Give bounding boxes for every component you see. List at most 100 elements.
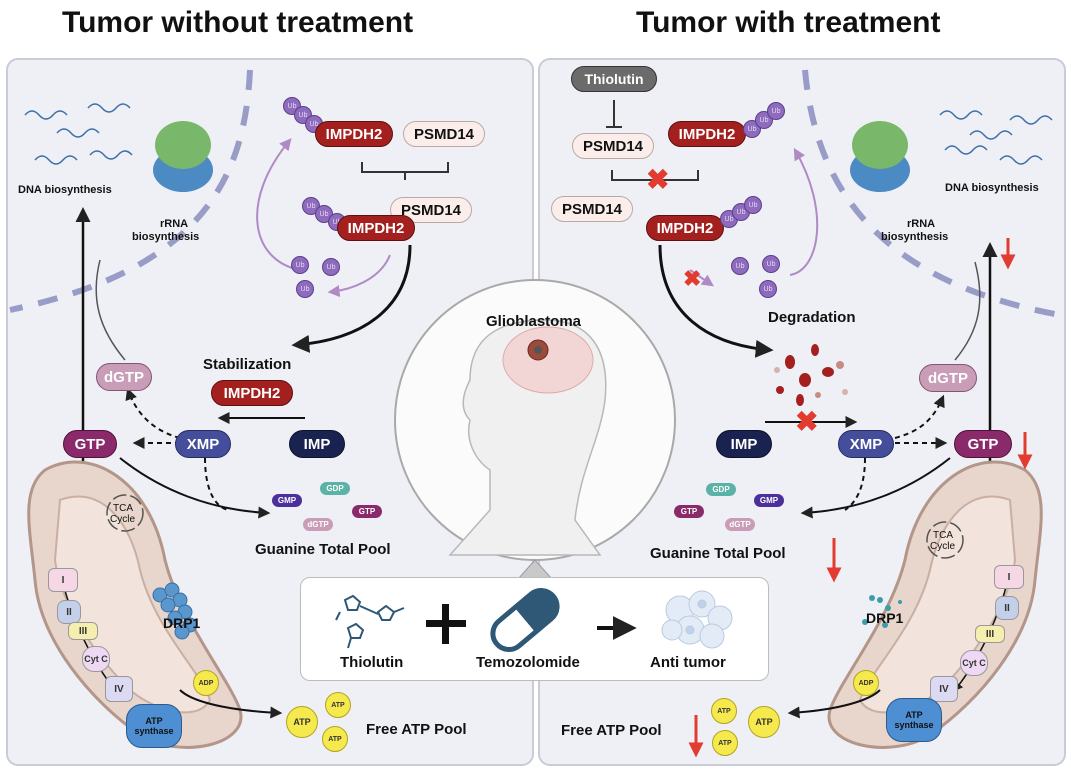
ubiquitin-released: Ub	[731, 257, 749, 275]
atp-molecule: ATP	[286, 706, 318, 738]
atp-synthase-label-line2: synthase	[894, 720, 934, 730]
temozolomide-label: Temozolomide	[476, 654, 580, 671]
drp1-fragments	[862, 595, 902, 628]
ubiquitin-released: Ub	[762, 255, 780, 273]
anti-tumor-label: Anti tumor	[650, 654, 726, 671]
impdh2-free: IMPDH2	[646, 215, 724, 241]
ub-recycle-arc-left	[256, 138, 301, 271]
imp-node: IMP	[716, 430, 772, 458]
ribosome-right	[850, 121, 910, 192]
binding-bracket-left	[361, 162, 449, 180]
complex-ii: II	[57, 600, 81, 624]
atp-molecule: ATP	[748, 706, 780, 738]
glioblastoma-label: Glioblastoma	[486, 313, 582, 330]
tca-label-line2: Cycle	[110, 514, 136, 525]
gtp-node: GTP	[63, 430, 117, 458]
rrna-label-line1: rRNA	[160, 218, 189, 230]
complex-iii: III	[975, 625, 1005, 643]
drp1-cluster	[152, 582, 198, 640]
tca-label-line1: TCA	[113, 503, 133, 514]
cyt-c: Cyt C	[82, 646, 110, 672]
impdh2-stabilized: IMPDH2	[211, 380, 293, 406]
xmp-node: XMP	[838, 430, 894, 458]
pool-dgtp: dGTP	[303, 518, 333, 531]
nuclear-membrane-left	[9, 69, 253, 313]
stabilization-label: Stabilization	[203, 356, 292, 373]
psmd14-inhibited: PSMD14	[572, 133, 654, 159]
atp-synthase-label-line1: ATP	[145, 716, 163, 726]
pool-gtp: GTP	[674, 505, 704, 518]
complex-iv: IV	[105, 676, 133, 702]
guanine-total-pool-label: Guanine Total Pool	[650, 545, 786, 562]
xmp-node: XMP	[175, 430, 231, 458]
pool-gmp: GMP	[754, 494, 784, 507]
thiolutin-molecule-icon	[335, 594, 405, 649]
drp1-label: DRP1	[866, 610, 904, 626]
guanine-total-pool-label: Guanine Total Pool	[255, 541, 391, 558]
impdh2-ubiquitinated: IMPDH2	[668, 121, 746, 147]
tca-label-line2: Cycle	[930, 541, 956, 552]
impdh2-ubiquitinated: IMPDH2	[315, 121, 393, 147]
imp-node: IMP	[289, 430, 345, 458]
adp-molecule: ADP	[193, 670, 219, 696]
dgtp-to-rrna-arc	[95, 259, 126, 361]
pool-gdp: GDP	[320, 482, 350, 495]
binding-bracket-right	[611, 170, 699, 186]
free-atp-pool-label: Free ATP Pool	[366, 721, 467, 738]
ribosome-left	[153, 121, 213, 192]
degradation-label: Degradation	[768, 309, 856, 326]
nuclear-membrane-right	[802, 69, 1061, 318]
atp-molecule: ATP	[322, 726, 348, 752]
impdh2-bound: IMPDH2	[337, 215, 415, 241]
drp1-label: DRP1	[163, 615, 201, 631]
atp-molecule: ATP	[712, 730, 738, 756]
cyt-c: Cyt C	[960, 650, 988, 676]
atp-synthase-label-line2: synthase	[134, 726, 174, 736]
complex-i: I	[48, 568, 78, 592]
ubiquitin-released: Ub	[322, 258, 340, 276]
dna-icons-left	[24, 103, 133, 165]
psmd14-free: PSMD14	[551, 196, 633, 222]
atp-synthase: ATP synthase	[886, 698, 942, 742]
atp-synthase: ATP synthase	[126, 704, 182, 748]
gtp-node: GTP	[954, 430, 1012, 458]
rrna-label-line2: biosynthesis	[881, 231, 949, 243]
blocked-binding-x: ✖	[646, 164, 670, 195]
atp-molecule: ATP	[325, 692, 351, 718]
brain-illustration	[502, 326, 594, 394]
complex-iv: IV	[930, 676, 958, 702]
psmd14-free: PSMD14	[403, 121, 485, 147]
tumor-cells-icon	[661, 590, 733, 649]
ubiquitin-released: Ub	[759, 280, 777, 298]
blocked-ub-release-x: ✖	[683, 266, 702, 291]
complex-ii: II	[995, 596, 1019, 620]
pill-capsule-icon	[490, 588, 560, 652]
title-with-treatment: Tumor with treatment	[636, 6, 941, 39]
complex-iii: III	[68, 622, 98, 640]
thiolutin-label: Thiolutin	[340, 654, 404, 671]
dgtp-node: dGTP	[919, 364, 977, 392]
xmp-to-dgtp-arrow	[125, 387, 181, 439]
plus-icon	[426, 604, 466, 644]
tca-cycle-right	[926, 521, 964, 559]
complex-i: I	[994, 565, 1024, 589]
ubiquitin: Ub	[767, 102, 785, 120]
degradation-arrow	[658, 244, 774, 358]
thiolutin-inhibitor: Thiolutin	[571, 66, 657, 92]
title-without-treatment: Tumor without treatment	[62, 6, 414, 39]
free-atp-pool-label: Free ATP Pool	[561, 722, 662, 739]
pool-dgtp: dGTP	[725, 518, 755, 531]
ub-recycle-arc-right	[789, 147, 819, 276]
dna-biosynthesis-label: DNA biosynthesis	[945, 182, 1039, 194]
dna-icons-right	[939, 110, 1053, 165]
rrna-label-line1: rRNA	[907, 218, 936, 230]
blocked-conversion-x: ✖	[795, 406, 819, 437]
atp-molecule: ATP	[711, 698, 737, 724]
pool-gmp: GMP	[272, 494, 302, 507]
atp-synthase-label-line1: ATP	[905, 710, 923, 720]
stabilization-arrow	[291, 244, 412, 353]
ubiquitin: Ub	[744, 196, 762, 214]
dgtp-node: dGTP	[96, 363, 152, 391]
adp-molecule: ADP	[853, 670, 879, 696]
